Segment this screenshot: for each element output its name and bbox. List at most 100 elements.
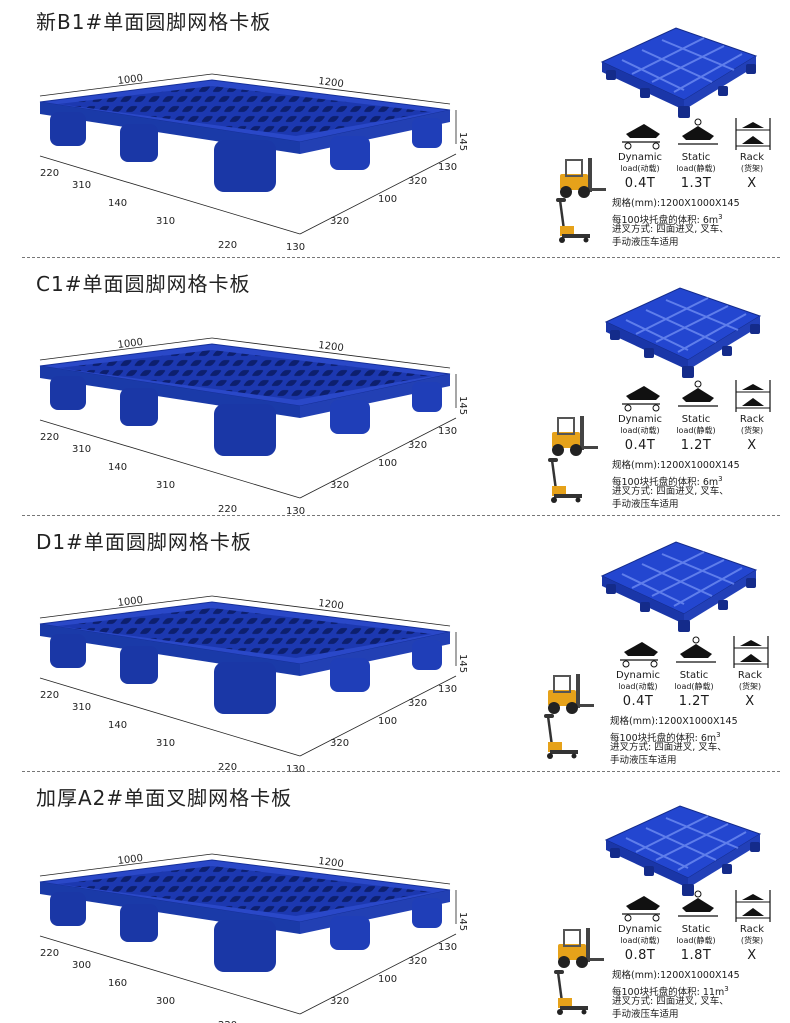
static-load-icon <box>678 380 718 407</box>
spec-volume: 每100块托盘的体积: 11m3 <box>612 985 729 999</box>
dim-d: 310 <box>156 738 175 749</box>
forklift-icon <box>548 674 594 714</box>
pallet-foot <box>50 892 86 926</box>
pallet-diagram: 1000 1200 145 220 310 140 310 220 130 32… <box>39 337 468 517</box>
rack-value: X <box>747 176 757 191</box>
dim-c: 140 <box>108 462 127 473</box>
dim-i: 320 <box>408 956 427 967</box>
rack-icon <box>733 636 769 668</box>
pallet-foot <box>214 920 276 972</box>
rack-label: Rack(货架) <box>737 670 763 691</box>
forklift-icon <box>552 416 598 456</box>
pallet-foot <box>330 400 370 434</box>
static-load-icon <box>678 890 718 917</box>
dim-d: 310 <box>156 216 175 227</box>
spec-fork-method-2: 手动液压车适用 <box>612 499 679 510</box>
dim-length: 1000 <box>117 337 144 351</box>
dynamic-load-icon <box>620 642 658 668</box>
volume-unit-superscript: 3 <box>724 985 729 993</box>
pallet-foot <box>214 140 276 192</box>
pallet-foot <box>412 898 442 928</box>
dim-g: 320 <box>330 738 349 749</box>
dynamic-load-value: 0.4T <box>624 176 656 191</box>
dynamic-load-icon <box>622 896 660 922</box>
spec-fork-method: 进叉方式: 四面进叉, 叉车、 <box>612 996 729 1007</box>
dim-h: 100 <box>378 194 397 205</box>
pallet-foot <box>412 640 442 670</box>
spec-fork-method-2: 手动液压车适用 <box>612 237 679 248</box>
pallet-foot <box>214 404 276 456</box>
spec-size: 规格(mm):1200X1000X145 <box>612 198 740 209</box>
dynamic-load-value: 0.8T <box>624 948 656 963</box>
rack-icon <box>735 380 771 412</box>
dim-a: 220 <box>40 168 59 179</box>
spec-fork-method-2: 手动液压车适用 <box>612 1009 679 1020</box>
pallet-foot <box>214 662 276 714</box>
static-load-icon <box>676 636 716 663</box>
load-icons <box>622 118 771 150</box>
volume-unit-superscript: 3 <box>716 731 721 739</box>
dim-g: 320 <box>330 480 349 491</box>
section-divider <box>22 515 780 516</box>
dim-c: 140 <box>108 720 127 731</box>
dim-f: 130 <box>286 764 305 775</box>
product-title: D1#单面圆脚网格卡板 <box>36 530 252 554</box>
spec-fork-method: 进叉方式: 四面进叉, 叉车、 <box>612 224 729 235</box>
rack-label: Rack(货架) <box>739 924 765 945</box>
static-load-value: 1.2T <box>680 438 712 453</box>
dim-height: 145 <box>457 396 468 415</box>
rack-value: X <box>745 694 755 709</box>
dynamic-load-value: 0.4T <box>622 694 654 709</box>
dim-a: 220 <box>40 948 59 959</box>
product-title: 新B1#单面圆脚网格卡板 <box>36 10 272 34</box>
pallet-foot <box>412 382 442 412</box>
dim-h: 100 <box>378 974 397 985</box>
pallet-foot <box>120 904 158 942</box>
pallet-foot <box>330 916 370 950</box>
dim-i: 320 <box>408 698 427 709</box>
product-section: D1#单面圆脚网格卡板 <box>0 520 790 776</box>
pallet-diagram: 1000 1200 145 220 310 140 310 220 130 32… <box>39 595 468 775</box>
pallet-thumbnail <box>604 287 762 378</box>
product-title: C1#单面圆脚网格卡板 <box>36 272 251 296</box>
dim-j: 130 <box>438 426 457 437</box>
load-icons <box>622 380 771 412</box>
spec-size: 规格(mm):1200X1000X145 <box>612 970 740 981</box>
dim-width: 1200 <box>318 76 345 90</box>
rack-label: Rack(货架) <box>739 152 765 173</box>
dim-a: 220 <box>40 432 59 443</box>
dim-d: 310 <box>156 480 175 491</box>
dynamic-load-value: 0.4T <box>624 438 656 453</box>
spec-fork-method: 进叉方式: 四面进叉, 叉车、 <box>612 486 729 497</box>
pallet-foot <box>120 388 158 426</box>
pallet-thumbnail <box>600 27 758 118</box>
dynamic-load-icon <box>622 386 660 412</box>
hand-pallet-truck-icon <box>544 714 578 759</box>
spec-fork-method: 进叉方式: 四面进叉, 叉车、 <box>610 742 727 753</box>
dim-e: 220 <box>218 1020 237 1023</box>
volume-unit-superscript: 3 <box>718 475 723 483</box>
pallet-grid <box>58 866 432 916</box>
dim-width: 1200 <box>318 340 345 354</box>
dim-c: 140 <box>108 198 127 209</box>
product-section: C1#单面圆脚网格卡板 <box>0 262 790 518</box>
pallet-grid <box>58 86 432 136</box>
volume-unit-superscript: 3 <box>718 213 723 221</box>
spec-volume: 每100块托盘的体积: 6m3 <box>612 213 723 227</box>
static-load-value: 1.2T <box>678 694 710 709</box>
pallet-grid <box>58 608 432 658</box>
dim-j: 130 <box>438 684 457 695</box>
pallet-foot <box>120 124 158 162</box>
spec-size: 规格(mm):1200X1000X145 <box>612 460 740 471</box>
dim-c: 160 <box>108 978 127 989</box>
rack-label: Rack(货架) <box>739 414 765 435</box>
pallet-foot <box>412 118 442 148</box>
dim-e: 220 <box>218 240 237 251</box>
pallet-foot <box>50 634 86 668</box>
